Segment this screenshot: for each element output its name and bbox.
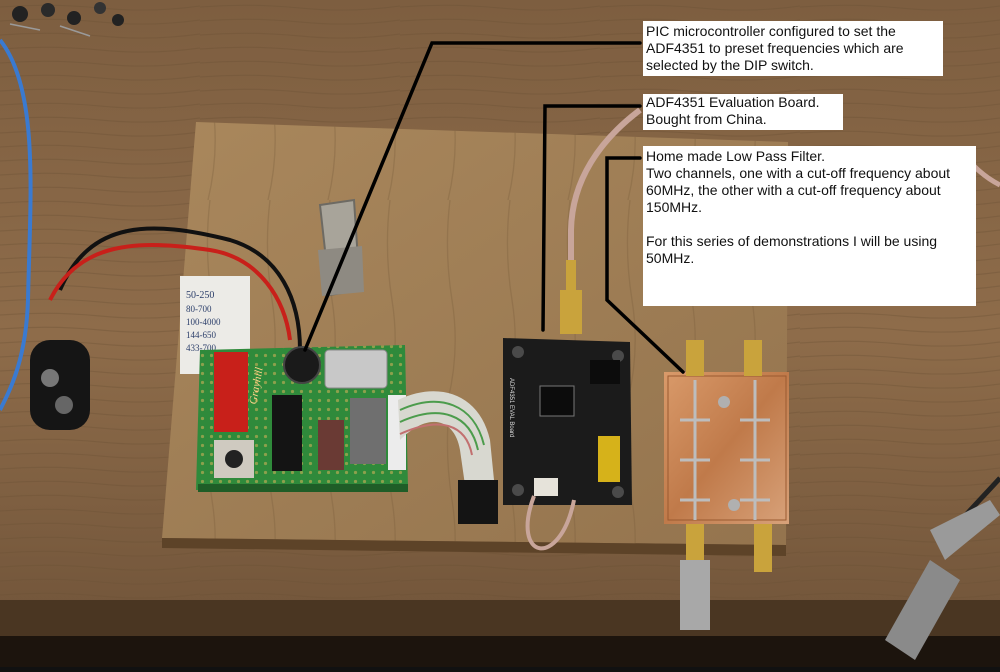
svg-text:144-650: 144-650 xyxy=(186,330,216,340)
blue-cable xyxy=(0,38,33,411)
svg-text:100-4000: 100-4000 xyxy=(186,317,221,327)
dip-switch xyxy=(214,352,248,432)
bnc-cable xyxy=(885,476,1000,660)
adf-annotation-line-1: ADF4351 Evaluation Board. xyxy=(646,94,820,110)
pic-leader-line xyxy=(303,41,642,352)
svg-text:433-700: 433-700 xyxy=(186,343,216,353)
filter-leader-line xyxy=(605,156,685,374)
filter-annotation-line-2: Two channels, one with a cut-off frequen… xyxy=(646,165,951,215)
adf-annotation-line-2: Bought from China. xyxy=(646,111,767,127)
adf-annotation: ADF4351 Evaluation Board. Bought from Ch… xyxy=(643,94,843,130)
filter-annotation-line-1: Home made Low Pass Filter. xyxy=(646,148,825,164)
svg-text:80-700: 80-700 xyxy=(186,304,212,314)
filter-annotation: Home made Low Pass Filter. Two channels,… xyxy=(643,146,976,306)
pic-chip xyxy=(272,395,302,471)
adf-leader-line xyxy=(541,104,642,332)
pic-controller-board: Grayhill xyxy=(196,345,408,492)
card-line-1: 50-250 xyxy=(186,290,214,301)
filter-annotation-line-3: For this series of demonstrations I will… xyxy=(646,233,938,266)
low-pass-filter xyxy=(664,340,789,630)
capacitor xyxy=(283,346,321,384)
pic-annotation-text: PIC microcontroller configured to set th… xyxy=(646,23,904,73)
crystal-oscillator xyxy=(324,349,388,389)
loose-components xyxy=(9,2,124,37)
leader-lines xyxy=(303,41,685,374)
pic-annotation: PIC microcontroller configured to set th… xyxy=(643,21,943,76)
ribbon-cable xyxy=(398,391,498,524)
battery-snap xyxy=(30,226,302,430)
svg-text:ADF4351 EVAL Board: ADF4351 EVAL Board xyxy=(508,378,514,437)
adf4351-board: ADF4351 EVAL Board xyxy=(503,107,642,551)
